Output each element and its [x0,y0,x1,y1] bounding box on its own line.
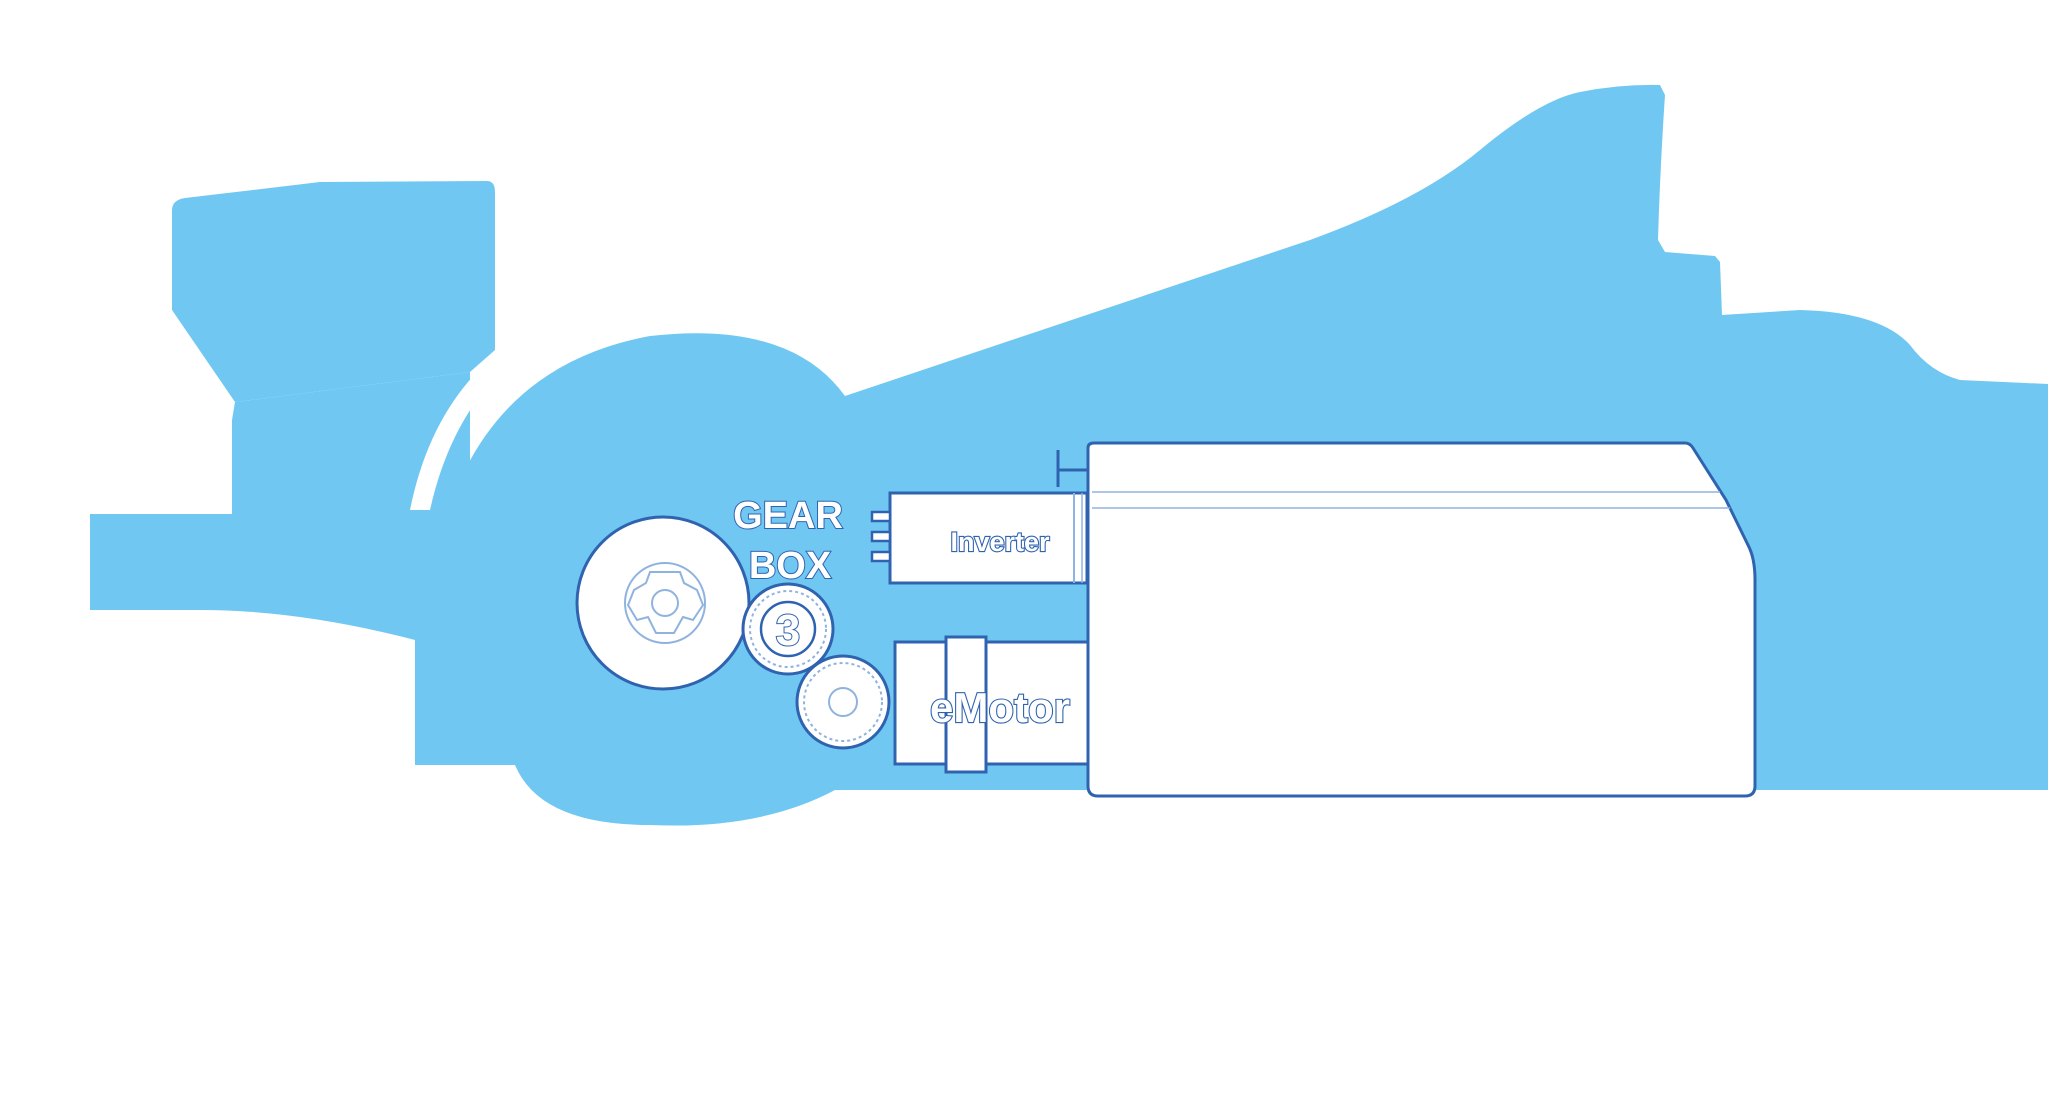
battery-connector [1056,450,1088,487]
inverter-pin-1 [870,510,892,523]
emotor-band [944,635,988,774]
gear-number: 3 [776,606,800,655]
wheel-hub-icon [624,562,706,644]
inverter-pin-2 [870,530,892,543]
rear-diffuser [90,514,415,640]
motor-gear [795,654,891,750]
battery-body [1086,441,1757,798]
battery-pack [1056,441,1757,798]
emotor-label: eMotor [930,684,1070,731]
gearbox-label-line1: GEAR [733,495,843,537]
rear-wing [172,181,495,402]
body-gap [410,355,505,510]
inverter-label: Inverter [950,527,1050,557]
rear-wing-support [232,372,470,520]
gearbox-label: GEAR BOX [732,494,844,588]
inverter-pin-3 [870,550,892,563]
rear-wheel [575,515,751,691]
gear-3: 3 [741,582,835,676]
inverter: Inverter [870,491,1089,585]
emotor: eMotor [893,635,1090,774]
gearbox-label-line2: BOX [749,545,832,587]
